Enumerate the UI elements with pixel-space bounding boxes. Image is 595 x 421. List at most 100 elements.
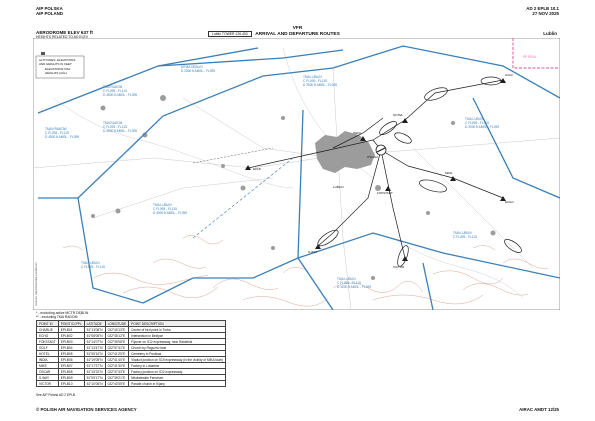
tma-label: MTMA DĘBLIN [181, 65, 203, 69]
vfr-route-map: MTMA DĘBLIN D 2500 ft AMSL - FL095 TMA R… [33, 38, 560, 310]
tma-label: C FL095 - FL115 [45, 131, 69, 135]
roads [33, 67, 560, 310]
town [115, 208, 121, 214]
header-right: AD 2 EPLB 10.1 27 NOV 2025 [526, 6, 559, 16]
aerodrome-elevation: AERODROME ELEV 637 ft [36, 30, 93, 35]
holding-south [397, 245, 409, 267]
town [142, 132, 148, 138]
tma-label: TMA LUBLIN [453, 231, 472, 235]
point-label: LUBLIN [333, 185, 344, 189]
points-table: POINT ID POINT ID-PPL LATITUDE LONGITUDE… [36, 320, 227, 387]
tma-label: C FL095 - FL115 [103, 125, 127, 129]
reporting-point [402, 118, 408, 123]
tma-label: C FL095 - FL115 [465, 121, 489, 125]
header-page-ref: AD 2 EPLB 10.1 [526, 6, 559, 11]
town [426, 211, 430, 215]
vfr-routes [247, 76, 522, 267]
point-label: S-WAY [308, 250, 318, 254]
see-note: See AIP Poland AD 2 EPLB [36, 393, 76, 397]
tma-label: TMA RADOM [103, 121, 123, 125]
tma-label: TMA LUBLIN [337, 277, 356, 281]
heights-note: HEIGHTS RELATED TO AD ELEV [36, 35, 89, 39]
tma-label: D 4500 ft AMSL - FL095 [45, 135, 79, 139]
restricted-area-boundary [512, 38, 560, 69]
map-frame [33, 38, 560, 310]
tma-label: TMA KRAKÓW [45, 126, 67, 131]
legend: * - excluding active MCTR DĘBLIN ** - ex… [36, 311, 88, 319]
town [371, 276, 375, 280]
tma-labels: MTMA DĘBLIN D 2500 ft AMSL - FL095 TMA R… [45, 65, 499, 289]
reporting-point [360, 136, 366, 141]
aerodrome-city: Lublin [543, 31, 557, 36]
lublin-city-area [315, 131, 375, 173]
tma-boundary-east [472, 97, 560, 199]
point-label: EPLB [253, 167, 261, 171]
legend-line-2: ** - excluding TMA RADOM [36, 315, 78, 319]
reporting-point [500, 78, 506, 83]
table-cell: 022°40'35"E [104, 380, 130, 387]
tma-label: D 3000 ft AMSL - FL095 [337, 285, 371, 289]
town [281, 116, 285, 120]
point-label: MIKE [445, 171, 452, 175]
tma-label: TMA LUBLIN [81, 261, 100, 265]
town [271, 246, 275, 250]
header-aip-poland: AIP POLAND [36, 11, 63, 16]
tma-label: D 3000 ft AMSL - FL095 [465, 125, 499, 129]
tma-label: C FL095 - FL115 [337, 281, 361, 285]
ctr-boundary-south [297, 232, 560, 279]
point-label: ECHO [505, 200, 514, 204]
tma-label: C FL095 - FL115 [153, 207, 177, 211]
tma-boundary-south [422, 262, 434, 310]
tma-boundary-inner [77, 67, 334, 199]
reporting-points [245, 78, 506, 261]
altitude-key: ALTITUDES, ELEVATIONS AND HEIGHTS IN FEE… [35, 55, 85, 79]
header-date: 27 NOV 2025 [532, 11, 559, 16]
point-label: NOTEL [393, 113, 403, 117]
map-source-note: Sources: OpenStreetMap contributors [34, 262, 38, 306]
table-cell: VICTOR [36, 380, 59, 387]
table-cell: EPLB10 [57, 380, 85, 387]
route-north [332, 117, 384, 149]
point-label: GOLF [505, 73, 513, 77]
tma-label: D 2500 ft AMSL - FL095 [303, 83, 337, 87]
tma-boundary-sw [142, 257, 299, 304]
scale-marker [41, 52, 45, 55]
holding-north [379, 121, 397, 135]
tma-boundary-ne [332, 45, 560, 99]
footer-agency: © POLISH AIR NAVIGATION SERVICES AGENCY [36, 407, 137, 412]
point-label: INDIA [353, 131, 361, 135]
table-cell: 51°10'06"N [83, 380, 106, 387]
reporting-point [385, 186, 391, 191]
chart-title-vfr: VFR [292, 26, 303, 31]
chart-title: VFR ARRIVAL AND DEPARTURE ROUTES [0, 26, 595, 37]
route-west [247, 139, 382, 169]
legend-line-1: * - excluding active MCTR DĘBLIN [36, 311, 89, 315]
point-label: VICTOR [393, 265, 405, 269]
town [221, 164, 225, 168]
tma-label: TMA LUBLIN [465, 117, 484, 121]
tma-label: C FL095 - FL115 [453, 235, 477, 239]
holding-ne-inner [394, 132, 412, 144]
holding-east [419, 179, 447, 193]
route-south [380, 149, 406, 259]
tma-label: D 4500 ft AMSL - FL095 [103, 93, 137, 97]
dashed-route [192, 157, 294, 239]
reporting-point [500, 196, 506, 201]
aerodrome-symbol [375, 144, 387, 156]
town [375, 185, 381, 191]
tma-label: D 4500 ft AMSL - FL095 [103, 129, 137, 133]
tma-label: D 4500 ft AMSL - FL095 [153, 211, 187, 215]
tma-label: C FL095 - FL115 [103, 89, 127, 93]
reporting-point [450, 176, 456, 181]
restricted-area-label: EP R53A [523, 55, 537, 59]
table-cell: Parade church in Kijany [128, 380, 227, 387]
tma-label: D 2500 ft AMSL - FL095 [181, 69, 215, 73]
reporting-point [245, 165, 251, 170]
airspace-boundaries [37, 45, 560, 310]
town [91, 214, 95, 218]
